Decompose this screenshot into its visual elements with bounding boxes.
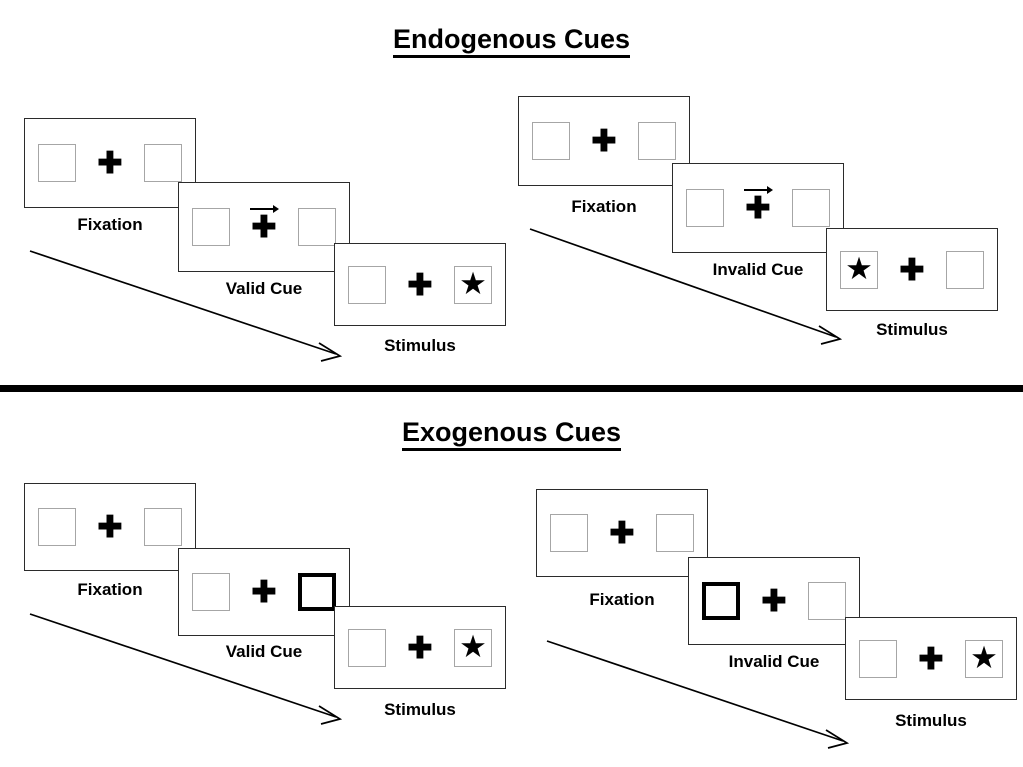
right-square [946,250,984,289]
fixation-cross-icon: ✚ [251,211,277,244]
cue-arrow-icon [744,186,773,194]
frame-endogenous-invalid-stimulus: ★ ✚ [826,228,998,311]
cue-arrow-icon [250,205,279,213]
frame-label-endogenous-invalid-stimulus: Stimulus [876,320,948,339]
left-square [859,639,897,678]
fixation-center: ✚ [247,204,281,250]
frame-exogenous-valid-cue: ✚ [178,548,350,636]
fixation-center: ✚ [741,185,775,231]
star-icon: ★ [845,251,873,286]
frame-exogenous-invalid-cue: ✚ [688,557,860,645]
left-square [38,508,76,546]
frame-label-endogenous-valid-fixation: Fixation [77,215,143,234]
section-title-exogenous-text: Exogenous Cues [401,417,622,451]
frame-endogenous-invalid-fixation: ✚ [518,96,690,186]
star-icon: ★ [459,266,487,301]
right-square: ★ [454,628,492,667]
frame-label-exogenous-valid-fixation: Fixation [77,580,143,599]
fixation-center: ✚ [895,247,929,293]
fixation-cross-icon: ✚ [918,642,944,676]
fixation-center: ✚ [93,140,127,186]
fixation-cross-icon: ✚ [591,125,617,158]
left-square-cued [702,582,740,620]
right-square [792,189,830,227]
frame-exogenous-valid-stimulus: ✚ ★ [334,606,506,689]
fixation-cross-icon: ✚ [97,147,123,180]
right-square [298,208,336,246]
frame-endogenous-valid-cue: ✚ [178,182,350,272]
left-square [348,265,386,304]
fixation-cross-icon: ✚ [407,268,433,302]
frame-label-exogenous-valid-cue: Valid Cue [225,642,303,661]
right-square [808,582,846,620]
fixation-cross-icon: ✚ [609,517,635,550]
fixation-center: ✚ [914,636,948,682]
left-square [38,144,76,182]
left-square: ★ [840,250,878,289]
fixation-cross-icon: ✚ [251,576,277,609]
right-square [144,144,182,182]
fixation-center: ✚ [93,504,127,550]
frame-label-exogenous-invalid-fixation: Fixation [589,590,655,609]
fixation-center: ✚ [587,118,621,164]
frame-endogenous-invalid-cue: ✚ [672,163,844,253]
frame-exogenous-valid-fixation: ✚ [24,483,196,571]
fixation-center: ✚ [605,510,639,556]
star-icon: ★ [459,629,487,664]
fixation-center: ✚ [247,569,281,615]
right-square [656,514,694,552]
fixation-cross-icon: ✚ [97,511,123,544]
right-square: ★ [965,639,1003,678]
left-square [192,573,230,611]
section-divider [0,385,1023,392]
frame-label-endogenous-valid-cue: Valid Cue [225,279,303,298]
fixation-center: ✚ [757,578,791,624]
frame-label-exogenous-invalid-stimulus: Stimulus [895,711,967,730]
fixation-cross-icon: ✚ [745,192,771,225]
frame-label-endogenous-invalid-cue: Invalid Cue [712,260,804,279]
frame-endogenous-valid-fixation: ✚ [24,118,196,208]
fixation-center: ✚ [403,625,437,671]
star-icon: ★ [970,640,998,675]
right-square [638,122,676,160]
fixation-cross-icon: ✚ [899,253,925,287]
fixation-center: ✚ [403,262,437,308]
section-title-endogenous-text: Endogenous Cues [392,24,630,58]
fixation-cross-icon: ✚ [407,631,433,665]
left-square [348,628,386,667]
section-title-endogenous: Endogenous Cues [0,24,1023,58]
frame-endogenous-valid-stimulus: ✚ ★ [334,243,506,326]
right-square-cued [298,573,336,611]
frame-label-endogenous-valid-stimulus: Stimulus [384,336,456,355]
right-square [144,508,182,546]
left-square [532,122,570,160]
frame-label-exogenous-valid-stimulus: Stimulus [384,700,456,719]
left-square [192,208,230,246]
frame-label-exogenous-invalid-cue: Invalid Cue [728,652,820,671]
right-square: ★ [454,265,492,304]
left-square [686,189,724,227]
section-title-exogenous: Exogenous Cues [0,417,1023,451]
frame-label-endogenous-invalid-fixation: Fixation [571,197,637,216]
frame-exogenous-invalid-stimulus: ✚ ★ [845,617,1017,700]
fixation-cross-icon: ✚ [761,585,787,618]
left-square [550,514,588,552]
frame-exogenous-invalid-fixation: ✚ [536,489,708,577]
